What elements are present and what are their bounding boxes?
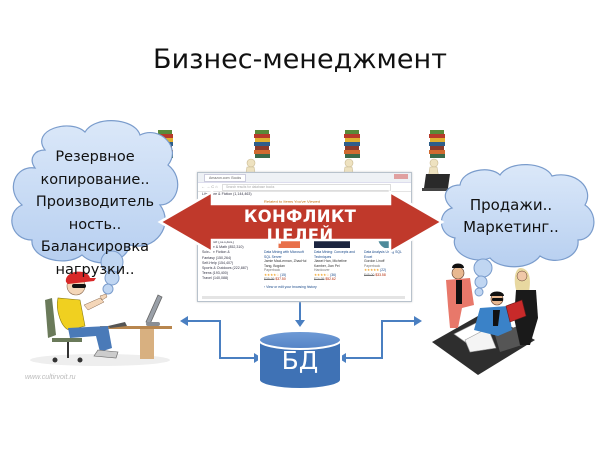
category-item: Travel (140,088)	[202, 276, 229, 281]
books-stack-icon	[344, 130, 360, 158]
product-price: $52.62	[325, 277, 336, 281]
browser-tab-bar: Amazon.com: Books	[198, 173, 411, 183]
product-authors: Jiawei Han, Micheline Kamber, Jian Pei	[314, 259, 347, 268]
left-cloud-line: нагрузки..	[55, 261, 135, 278]
left-thought-cloud	[11, 120, 179, 295]
browser-url-field: Search results for database books	[222, 184, 391, 191]
category-item: Fantasy (150,264)	[202, 255, 232, 260]
horizontal-scrollbar	[202, 296, 405, 299]
product-title: Data Analysis Using SQL Excel	[364, 250, 402, 259]
page-title: Бизнес-менеджмент	[153, 44, 447, 75]
old-price: $74.95	[314, 277, 325, 281]
category-item: Sports & Outdoors (222,887)	[202, 266, 248, 271]
old-price: $39.99	[264, 277, 275, 281]
db-to-right-connector	[342, 320, 418, 359]
browser-nav-icons: ← → C ⌂	[201, 184, 218, 189]
books-stack-icon	[254, 130, 270, 158]
browsing-history-link: › View or edit your browsing history	[264, 285, 317, 289]
browser-address-bar: ← → C ⌂ Search results for database book…	[198, 183, 411, 192]
conflict-label: КОНФЛИКТ ЦЕЛЕЙ	[243, 207, 357, 245]
right-cloud-text: Продажи.. Маркетинг..	[448, 194, 574, 238]
browser-tab: Amazon.com: Books	[204, 174, 247, 182]
product-format: Hardcover	[314, 268, 330, 272]
product-format: Paperback	[264, 268, 281, 272]
related-items-heading: Related to Items You've Viewed	[264, 199, 321, 204]
product-authors: Gordon Linoff	[364, 259, 385, 263]
left-cloud-line: Балансировка	[40, 239, 150, 255]
figure-at-laptop-icon	[422, 158, 452, 191]
rating-stars: ★★★★☆	[264, 272, 280, 277]
product-price: $33.58	[375, 272, 386, 277]
right-thought-cloud	[440, 164, 595, 297]
product-title: Data Mining: Concepts and Techniques	[314, 250, 355, 259]
review-count: (22)	[380, 268, 387, 272]
left-cloud-line: Производитель	[35, 194, 155, 210]
left-cloud-line: Резервное	[55, 149, 135, 165]
rating-stars: ★★★★★	[364, 268, 380, 272]
left-cloud-line: ность..	[68, 216, 122, 233]
books-stack-icon	[429, 130, 445, 158]
category-item: Teens (193,400)	[202, 271, 228, 276]
right-cloud-line: Продажи..	[469, 196, 553, 214]
watermark: www.cultirvoit.ru	[25, 374, 76, 381]
product-authors: Jamie MacLennan, ZhaoHui Tang, Bogdan	[264, 259, 307, 268]
old-price: $45.00	[364, 272, 375, 277]
book-carrier-figure	[422, 130, 452, 191]
review-count: (15)	[280, 272, 287, 277]
left-cloud-text: Резервное копирование.. Производитель но…	[20, 146, 170, 281]
right-cloud-line: Маркетинг..	[463, 218, 559, 236]
review-count: (36)	[330, 272, 337, 277]
connector-arrows	[180, 301, 422, 363]
business-team-illustration	[432, 263, 538, 375]
category-item: Self-Help (154,407)	[202, 260, 234, 265]
programmer-illustration	[30, 271, 172, 366]
product-format: Paperback	[364, 263, 381, 268]
db-to-left-connector	[185, 320, 258, 359]
left-cloud-line: копирование..	[40, 171, 150, 188]
rating-stars: ★★★★☆	[314, 272, 330, 277]
database-cylinder-icon	[258, 330, 342, 390]
window-controls-icon	[394, 174, 408, 179]
database-label: БД	[281, 346, 319, 375]
product-price: $37.50	[275, 277, 286, 281]
product-title: Data Mining with Microsoft SQL Server	[264, 250, 304, 259]
